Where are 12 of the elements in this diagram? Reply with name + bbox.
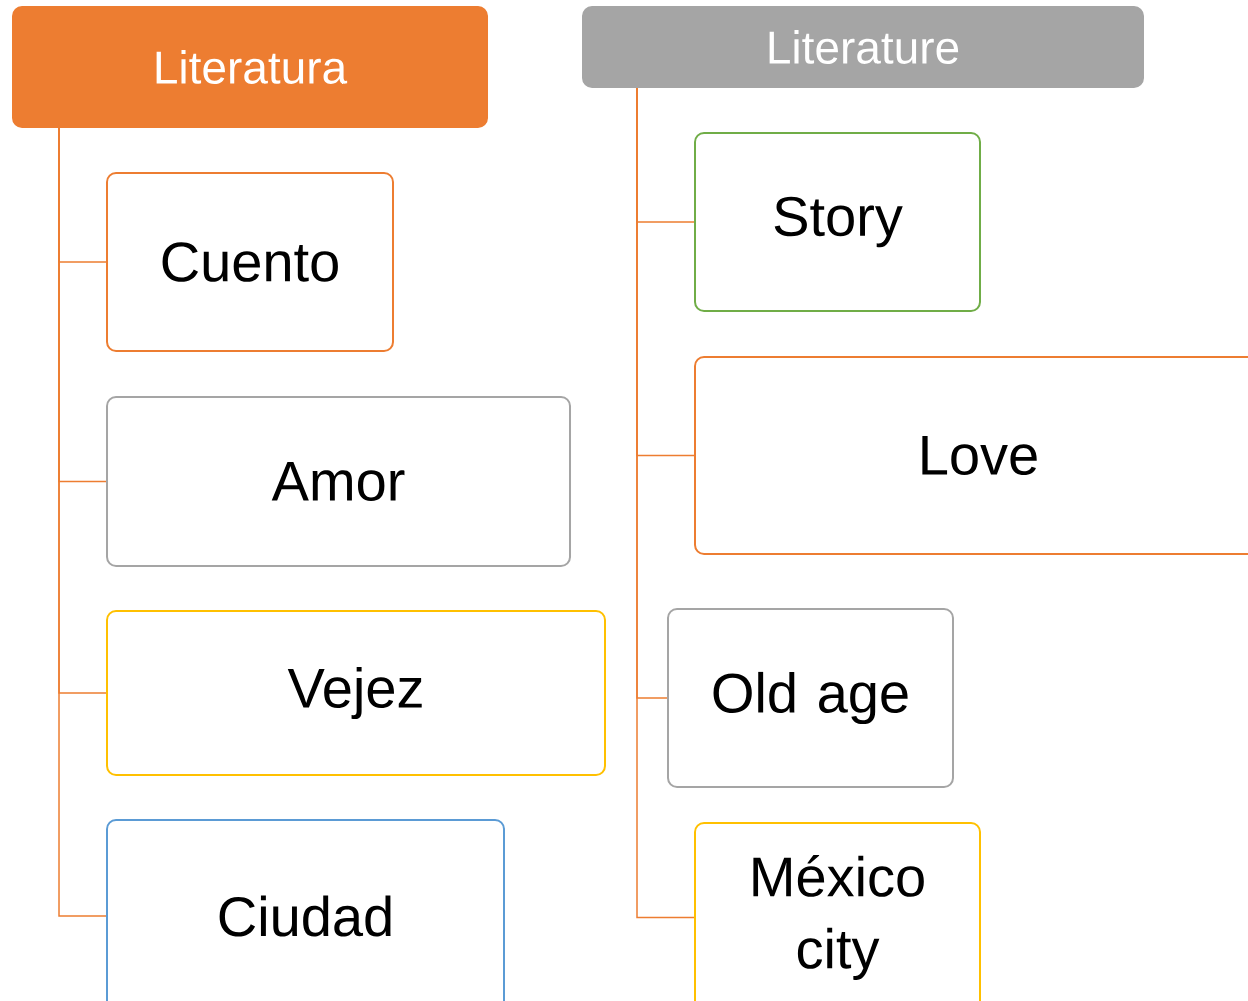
topic-box: Amor — [106, 396, 571, 567]
header-box: Literatura — [12, 6, 488, 128]
topic-box: Ciudad — [106, 819, 505, 1001]
topic-box: Cuento — [106, 172, 394, 352]
topic-box: Love — [694, 356, 1248, 555]
topic-box: Vejez — [106, 610, 606, 776]
topic-box: Old age — [667, 608, 954, 788]
connector-line — [636, 87, 695, 919]
topic-box: Story — [694, 132, 981, 312]
topic-box: México city — [694, 822, 981, 1001]
connector-line — [58, 127, 107, 917]
header-box: Literature — [582, 6, 1144, 88]
